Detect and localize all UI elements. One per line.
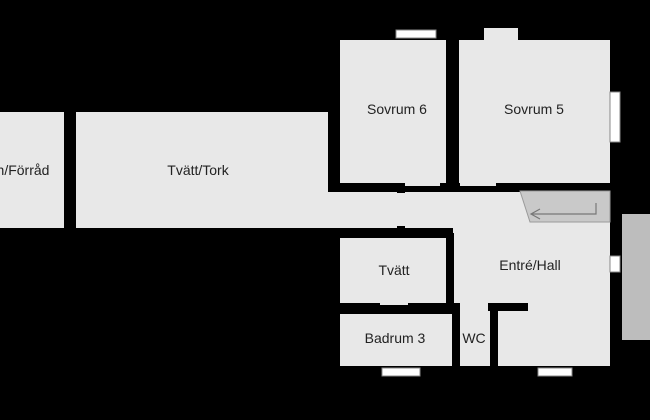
wall-laundry-bottom-left: [340, 303, 380, 311]
floor-laundry-dry: [76, 112, 328, 228]
room-label-wc: WC: [462, 330, 485, 346]
wall-wc-right: [490, 303, 498, 366]
window-bedroom6: [395, 29, 437, 39]
wall-wc-left: [452, 303, 460, 366]
room-label-laundry-dry: Tvätt/Tork: [167, 162, 229, 178]
wall-bedroom5-bottom: [496, 183, 610, 191]
floor-bathroom3: [340, 314, 452, 366]
wall-bedroom6-bottom: [340, 183, 404, 191]
wall-laundry-top: [340, 230, 404, 238]
window-bedroom5-top: [484, 28, 518, 40]
floor-hall: [453, 228, 610, 366]
walls: [64, 40, 610, 366]
entrance-step: [622, 214, 650, 340]
wall-laundry-hall: [446, 233, 454, 305]
floor-laundry: [340, 238, 446, 305]
stair-arrow-icon: [529, 203, 597, 220]
floors: [0, 40, 618, 366]
window-hall-bottom: [537, 367, 573, 377]
window-bedroom5-side: [609, 91, 621, 143]
wall-laundry-bottom-right: [408, 303, 460, 311]
stair: [519, 190, 611, 223]
window-bathroom3: [381, 367, 421, 377]
floor-bedroom6: [340, 40, 446, 186]
room-label-entrance-hall: Entré/Hall: [499, 257, 560, 273]
wall-bedrooms: [446, 40, 458, 186]
wall-door-jamb-a: [397, 183, 405, 193]
wall-wc-top: [488, 303, 528, 311]
outer-walls: [0, 28, 622, 378]
wall-storage-upper: [64, 112, 76, 182]
wall-bedroom-mid-bottom: [440, 183, 460, 191]
floor-bedroom5: [459, 40, 610, 186]
room-labels: n/Förråd Tvätt/Tork Sovrum 6 Sovrum 5 Tv…: [0, 101, 564, 346]
floor-storage: [0, 112, 64, 228]
room-label-bedroom6: Sovrum 6: [367, 101, 427, 117]
outer-wall-right-block: [328, 28, 622, 378]
room-label-storage: n/Förråd: [0, 162, 49, 178]
room-label-bathroom3: Badrum 3: [365, 330, 426, 346]
windows: [381, 28, 621, 377]
room-label-laundry: Tvätt: [378, 262, 409, 278]
window-hall-side: [609, 255, 621, 273]
room-label-bedroom5: Sovrum 5: [504, 101, 564, 117]
